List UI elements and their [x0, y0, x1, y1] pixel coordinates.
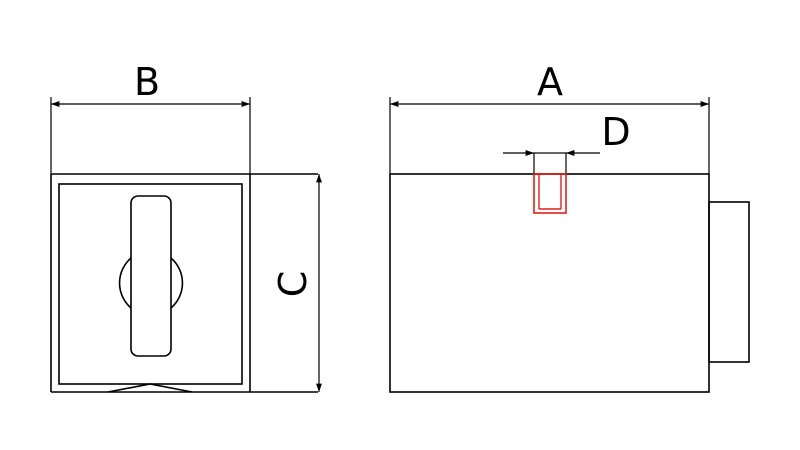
knob-right-arc [170, 257, 184, 309]
dimension-c-label: C [271, 271, 315, 298]
highlighted-slot [533, 173, 567, 214]
bottom-notch [107, 383, 193, 393]
side-body [389, 173, 710, 393]
knob-left-arc [118, 257, 132, 309]
dimension-d-label: D [601, 110, 630, 154]
dimension-a-label: A [537, 60, 563, 104]
front-view: B C [50, 60, 322, 393]
front-panel [58, 183, 243, 385]
handle [130, 195, 172, 357]
side-view: A D [389, 60, 750, 393]
dimension-b-label: B [134, 60, 160, 104]
slot-top [533, 152, 567, 175]
side-protrusion [708, 201, 750, 363]
